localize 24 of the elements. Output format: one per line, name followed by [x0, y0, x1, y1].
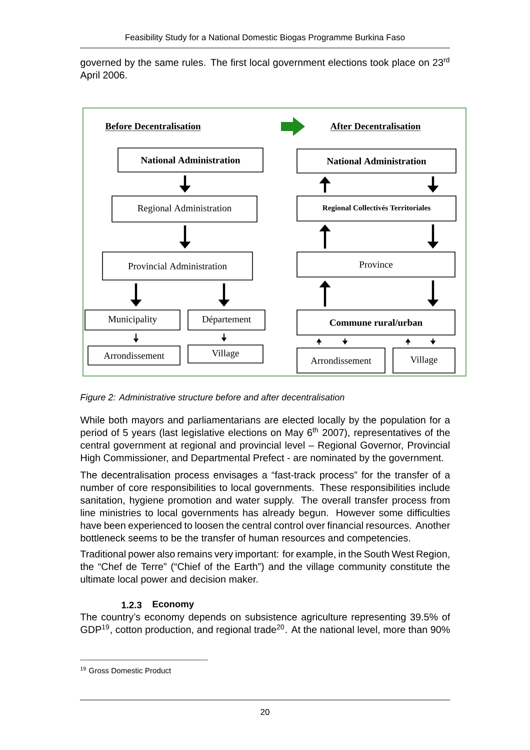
page-number: 20	[260, 709, 270, 715]
paragraph: While both mayors and parliamentarians are elected locally by the population for a period of 5 years (last legislative elections on May 6$^{th}$ 2007), representatives of the central government at regional and provincial level – Regional Governor, Provincial High Commissioner, and Departmental Prefect - are nominated by the government.	[80, 416, 450, 464]
level-box: National Administration	[296, 148, 456, 174]
paragraph: The country’s economy depends on subsistence agriculture representing 39.5% of GDP$^{19}$, cotton production, and regional trade$^{20}$. At the national level, more than 90%	[80, 613, 450, 636]
paragraph: Traditional power also remains very important: for example, in the South West Region, the “Chef de Terre” (“Chief of the Earth”) and the village community constitute the ultimate local power and decision maker.	[80, 550, 450, 585]
level-box: Commune rural/urban	[296, 310, 456, 336]
level-box: Département	[188, 310, 266, 330]
level-box: Province	[296, 252, 456, 278]
level-box: Arrondissement	[88, 346, 180, 366]
figure-caption: Figure 2: Administrative structure before and after decentralisation	[80, 394, 344, 402]
running-header: Feasibility Study for a National Domestic Biogas Programme Burkina Faso	[126, 34, 405, 42]
level-box: National Administration	[118, 148, 264, 172]
level-box: Regional Administration	[112, 196, 258, 222]
level-box: Village	[188, 344, 264, 364]
section-heading: Economy	[152, 600, 194, 610]
section-heading: Before Decentralisation	[105, 122, 201, 131]
level-box: Village	[392, 348, 456, 374]
level-box: Arrondissement	[296, 348, 386, 374]
level-box: Municipality	[84, 310, 180, 330]
paragraph: The decentralisation process envisages a “fast-track process” for the transfer of a number of core responsibilities to local governments. These responsibilities include sanitation, hygiene promotion and water supply. The overall transfer process from line ministries to local governments has already begun. However some difficulties have been experienced to loosen the central control over financial resources. Another bottleneck seems to be the transfer of human resources and competencies.	[80, 471, 450, 544]
section-number: 1.2.3	[122, 602, 142, 608]
paragraph: governed by the same rules. The first local government elections took place on 23$^{rd}$ April 2006.	[80, 57, 450, 81]
section-heading: After Decentralisation	[330, 122, 421, 131]
level-box: Provincial Administration	[102, 252, 253, 280]
